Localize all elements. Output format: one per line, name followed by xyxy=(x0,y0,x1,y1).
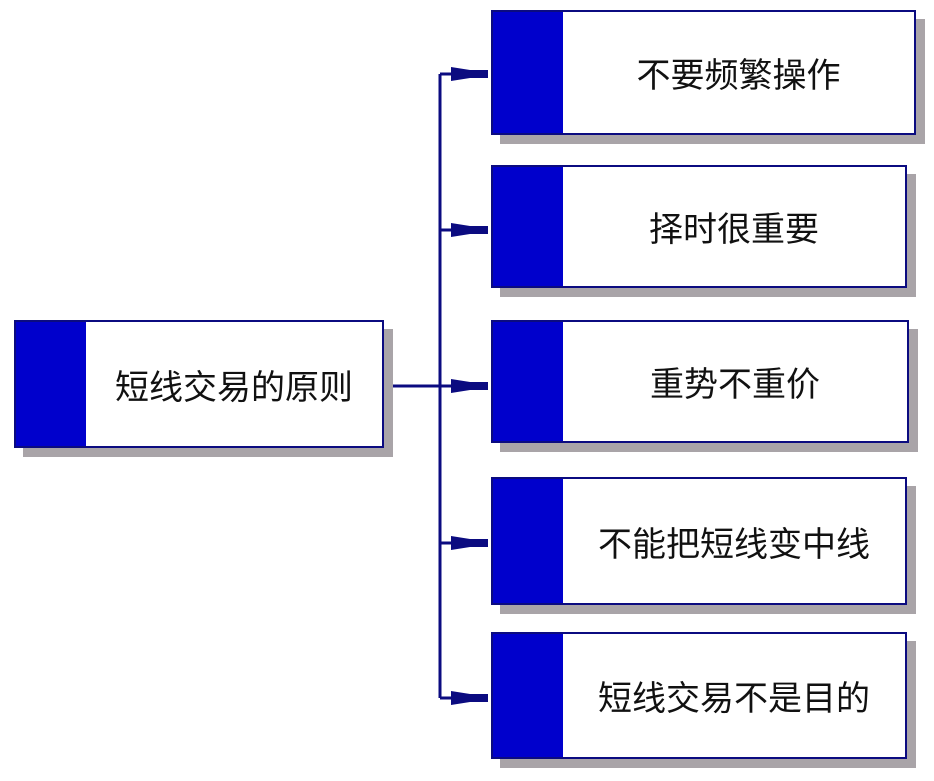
child-node-4[interactable]: 不能把短线变中线 xyxy=(491,477,907,605)
child-node-stripe xyxy=(493,479,563,603)
arrowhead-1 xyxy=(451,67,488,81)
child-node-stripe xyxy=(493,12,563,133)
child-node-label: 择时很重要 xyxy=(649,210,819,250)
child-node-1[interactable]: 不要频繁操作 xyxy=(491,10,916,135)
child-node-5[interactable]: 短线交易不是目的 xyxy=(491,632,907,759)
arrowhead-5 xyxy=(451,691,488,705)
child-node-3[interactable]: 重势不重价 xyxy=(491,320,909,443)
child-node-stripe xyxy=(493,634,563,757)
arrowhead-4 xyxy=(451,536,488,550)
arrowhead-2 xyxy=(451,223,488,237)
child-node-2[interactable]: 择时很重要 xyxy=(491,165,907,288)
child-node-label: 不要频繁操作 xyxy=(636,56,841,96)
child-node-label: 重势不重价 xyxy=(650,365,820,405)
root-node-stripe xyxy=(16,322,86,446)
root-node-label: 短线交易的原则 xyxy=(115,367,353,408)
child-node-label: 短线交易不是目的 xyxy=(598,679,870,719)
child-node-stripe xyxy=(493,322,563,441)
root-node[interactable]: 短线交易的原则 xyxy=(14,320,384,448)
child-node-stripe xyxy=(493,167,563,286)
child-node-label: 不能把短线变中线 xyxy=(598,524,870,565)
arrowhead-3 xyxy=(451,379,488,393)
